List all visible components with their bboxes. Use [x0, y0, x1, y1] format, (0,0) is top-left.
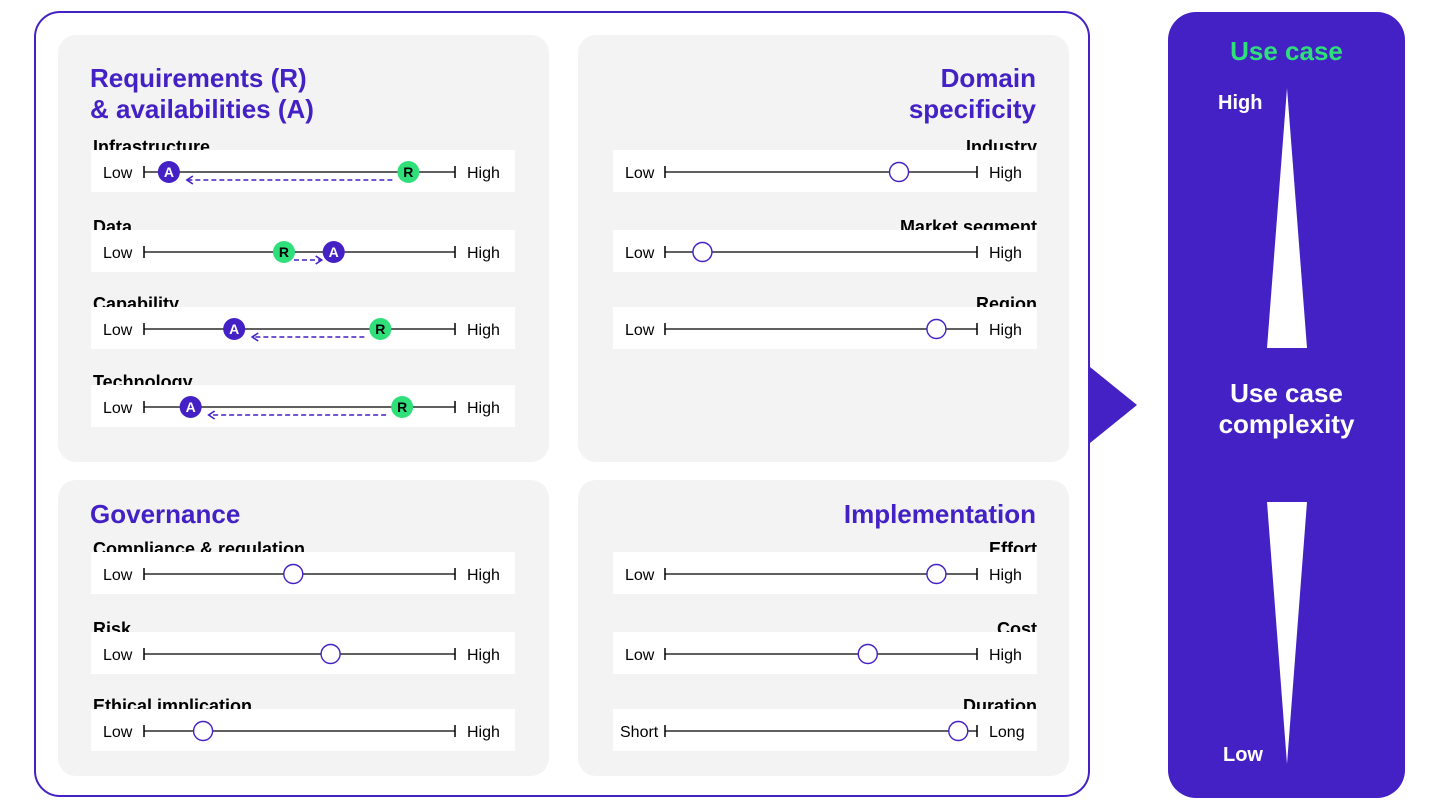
use-case-complexity-line2: complexity [1218, 409, 1355, 439]
requirements-row-technology-requirement-marker [391, 396, 414, 418]
domain-title: Domain specificity [909, 63, 1036, 125]
implementation-row-duration-value-marker [948, 720, 969, 742]
governance-row-ethical-implication-value-marker [192, 720, 214, 742]
governance-row-risk-low-label: Low [103, 647, 133, 664]
requirements-row-infrastructure-high-label: High [467, 165, 500, 182]
requirements-row-data-availability-marker [322, 241, 345, 263]
requirements-row-infrastructure-requirement-marker [397, 161, 420, 183]
domain-row-region-low-label: Low [625, 322, 655, 339]
implementation-row-cost-value-marker [857, 643, 879, 665]
domain-row-industry-slider: Low High [613, 150, 1037, 192]
complexity-upper-spike [1267, 88, 1307, 348]
implementation-row-cost-high-label: High [989, 647, 1022, 664]
requirements-row-technology-slider: Low High R A [91, 385, 515, 427]
governance-title: Governance [90, 499, 241, 529]
requirements-row-infrastructure-availability-letter: A [164, 164, 174, 180]
requirements-row-data-low-label: Low [103, 245, 133, 262]
implementation-row-duration-low-label: Short [620, 724, 659, 741]
domain-row-market-segment-value-marker [692, 241, 713, 263]
requirements-row-capability-availability-marker [223, 318, 246, 340]
requirements-row-technology-shift-arrowhead [207, 410, 216, 420]
requirements-row-technology-availability-marker [179, 396, 202, 418]
implementation-row-effort-slider: Low High [613, 552, 1037, 594]
governance-row-ethical-implication-slider: Low High [91, 709, 515, 751]
governance-row-ethical-implication-low-label: Low [103, 724, 133, 741]
governance-row-ethical-implication-high-label: High [467, 724, 500, 741]
domain-title-line2: specificity [908, 94, 1036, 124]
requirements-row-technology-availability-letter: A [186, 399, 196, 415]
implementation-row-cost-low-label: Low [625, 647, 655, 664]
complexity-scale-spikes [1267, 88, 1307, 764]
use-case-low-label: Low [1223, 744, 1263, 766]
implementation-row-duration-high-label: Long [989, 724, 1025, 741]
requirements-row-capability-slider: Low High R A [91, 307, 515, 349]
domain-row-industry-value-marker [888, 161, 910, 183]
requirements-row-data-shift-arrowhead [315, 255, 324, 265]
requirements-title-line1: Requirements (R) [90, 63, 307, 93]
governance-row-risk-slider: Low High [91, 632, 515, 674]
requirements-title-line2: & availabilities (A) [90, 94, 314, 124]
domain-title-line1: Domain [940, 63, 1036, 93]
implementation-row-effort-low-label: Low [625, 567, 655, 584]
domain-row-market-segment-low-label: Low [625, 245, 655, 262]
requirements-row-technology-high-label: High [467, 400, 500, 417]
governance-row-compliance-regulation-low-label: Low [103, 567, 133, 584]
requirements-row-capability-shift-arrowhead [250, 332, 259, 342]
requirements-row-infrastructure-slider: Low High R A [91, 150, 515, 192]
requirements-row-data-high-label: High [467, 245, 500, 262]
domain-row-region-value-marker [926, 318, 947, 340]
complexity-lower-spike [1267, 502, 1307, 764]
requirements-row-capability-requirement-letter: R [375, 321, 385, 337]
use-case-complexity-label: Use case complexity [1168, 378, 1405, 440]
governance-row-compliance-regulation-value-marker [283, 563, 304, 585]
use-case-complexity-line1: Use case [1230, 378, 1343, 408]
requirements-row-infrastructure-low-label: Low [103, 165, 133, 182]
implementation-title: Implementation [843, 499, 1036, 529]
governance-row-compliance-regulation-slider: Low High [91, 552, 515, 594]
domain-row-region-high-label: High [989, 322, 1022, 339]
requirements-row-data-availability-letter: A [329, 244, 339, 260]
requirements-row-data-requirement-marker [272, 241, 295, 263]
governance-row-risk-high-label: High [467, 647, 500, 664]
requirements-row-technology-low-label: Low [103, 400, 133, 417]
requirements-row-infrastructure-requirement-letter: R [403, 164, 413, 180]
domain-row-market-segment-high-label: High [989, 245, 1022, 262]
requirements-row-data-requirement-letter: R [279, 244, 289, 260]
use-case-title: Use case [1230, 36, 1343, 66]
implementation-row-effort-high-label: High [989, 567, 1022, 584]
implementation-row-effort-value-marker [926, 563, 947, 585]
requirements-row-infrastructure-shift-arrowhead [185, 175, 194, 185]
domain-row-industry-low-label: Low [625, 165, 655, 182]
requirements-title: Requirements (R) & availabilities (A) [90, 63, 314, 125]
requirements-row-data-slider: Low High R A [91, 230, 515, 272]
flow-arrow [1090, 367, 1137, 443]
requirements-row-technology-requirement-letter: R [397, 399, 407, 415]
use-case-high-label: High [1218, 92, 1263, 114]
requirements-row-capability-availability-letter: A [229, 321, 239, 337]
domain-row-industry-high-label: High [989, 165, 1022, 182]
domain-row-region-slider: Low High [613, 307, 1037, 349]
governance-row-compliance-regulation-high-label: High [467, 567, 500, 584]
implementation-row-cost-slider: Low High [613, 632, 1037, 674]
implementation-row-duration-slider: Short Long [613, 709, 1037, 751]
requirements-row-capability-high-label: High [467, 322, 500, 339]
governance-row-risk-value-marker [320, 643, 341, 665]
domain-row-market-segment-slider: Low High [613, 230, 1037, 272]
requirements-row-infrastructure-availability-marker [157, 161, 180, 183]
requirements-row-capability-low-label: Low [103, 322, 133, 339]
use-case-column: Use case High Use case complexity Low [1168, 12, 1405, 798]
requirements-row-capability-requirement-marker [369, 318, 392, 340]
